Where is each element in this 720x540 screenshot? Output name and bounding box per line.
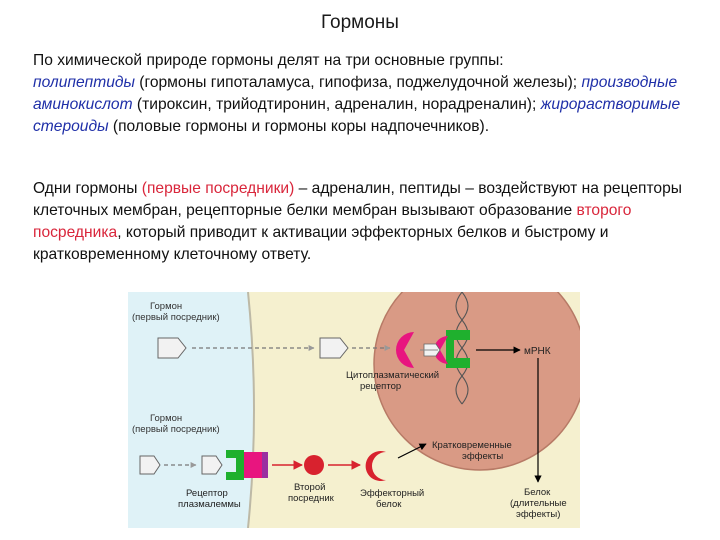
membrane-receptor-shape [226,450,244,480]
second-messenger-shape [304,455,324,475]
classification-paragraph: По химической природе гормоны делят на т… [33,50,701,138]
mechanism-part3: , который приводит к активации эффекторн… [33,224,609,263]
membrane-receptor-inner [244,452,262,478]
term-second-messenger: второго посредника [33,202,632,241]
hormone-bound-membrane-icon [201,455,223,475]
term-amino-acid-derivatives: производные аминокислот [33,74,678,113]
dna-helix [455,291,469,405]
nucleus [373,292,580,471]
cytoplasmic-receptor-shape [396,332,414,368]
hormone-receptor-bound [434,336,448,364]
short-term-effects-label-line1: Кратковременные [432,440,512,451]
term-polypeptides: полипептиды [33,74,135,91]
polypeptides-desc: (гормоны гипоталамуса, гипофиза, поджелу… [134,74,578,91]
membrane-receptor-label-line2: плазмалеммы [178,499,241,510]
mrna-label: мРНК [524,346,551,357]
protein-label-line3: эффекты) [516,509,560,520]
hormone-bottom-label-line2: (первый посредник) [132,424,220,435]
hormone-top-icon [157,337,187,359]
term-first-messengers: (первые посредники) [141,180,295,197]
classification-intro: По химической природе гормоны делят на т… [33,52,504,69]
steroids-desc: (половые гормоны и гормоны коры надпочеч… [108,118,490,135]
effector-protein-shape [365,451,386,481]
hormone-signaling-diagram: Гормон (первый посредник) мРНК Цитоплазм… [128,291,580,528]
hormone-bottom-label-line1: Гормон [150,413,182,424]
second-messenger-label-line1: Второй [294,482,325,493]
protein-label-line1: Белок [524,487,551,498]
membrane-receptor-tail [262,452,268,478]
page-title: Гормоны [321,12,399,33]
mechanism-paragraph: Одни гормоны (первые посредники) – адрен… [33,178,701,266]
cytoplasmic-receptor-label-line1: Цитоплазматический [346,370,439,381]
short-term-effects-label-line2: эффекты [462,451,503,462]
cytoplasmic-receptor-label-line2: рецептор [360,381,401,392]
second-messenger-label-line2: посредник [288,493,335,504]
arrow-to-short-term-effects [397,443,427,459]
hormone-top-label-line1: Гормон [150,301,182,312]
hormone-bottom-icon [139,455,161,475]
amino-acid-derivatives-desc: (тироксин, трийодтиронин, адреналин, нор… [132,96,541,113]
mechanism-part2: – адреналин, пептиды – воздействуют на р… [33,180,682,219]
hormone-top-label-line2: (первый посредник) [132,312,220,323]
membrane-receptor-label-line1: Рецептор [186,488,228,499]
term-steroids: жирорастворимые стероиды [33,96,681,135]
hormone-in-cytoplasm-icon [319,337,349,359]
nuclear-receptor-complex [446,330,470,368]
effector-protein-label-line2: белок [376,499,402,510]
protein-label-line2: (длительные [510,498,567,509]
mechanism-part1: Одни гормоны [33,180,142,197]
plasma-membrane [247,292,255,528]
effector-protein-label-line1: Эффекторный [360,488,424,499]
